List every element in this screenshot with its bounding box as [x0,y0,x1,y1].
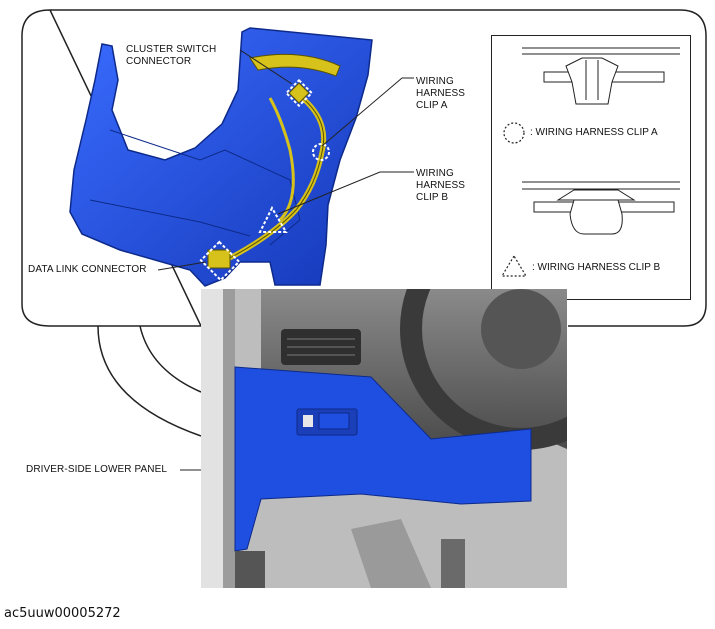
clip-cross-sections [500,47,680,277]
clip-b-illustration [522,181,680,235]
label-wiring-harness-clip-a: WIRING HARNESS CLIP A [416,76,466,111]
legend-clip-b-text: : WIRING HARNESS CLIP B [532,262,661,273]
clip-a-illustration [522,47,680,105]
legend-clip-a-text: : WIRING HARNESS CLIP A [530,127,658,138]
legend: : WIRING HARNESS CLIP A : WIRING HARNESS… [491,35,691,300]
vehicle-photo [201,289,567,588]
data-link-connector-marker [199,240,241,282]
dashboard-illustration [201,289,567,588]
dotted-circle-icon [503,122,525,144]
figure-caption: ac5uuw00005272 [4,606,121,621]
label-wiring-harness-clip-b: WIRING HARNESS CLIP B [416,168,466,203]
label-cluster-switch-connector: CLUSTER SWITCH CONNECTOR [126,44,217,67]
clip-b-marker [258,205,288,233]
clip-a-marker [312,143,330,161]
label-data-link-connector: DATA LINK CONNECTOR [28,264,147,275]
dotted-triangle-icon [500,254,528,277]
label-driver-side-lower-panel: DRIVER-SIDE LOWER PANEL [26,464,168,475]
wiring-harness [249,53,341,77]
